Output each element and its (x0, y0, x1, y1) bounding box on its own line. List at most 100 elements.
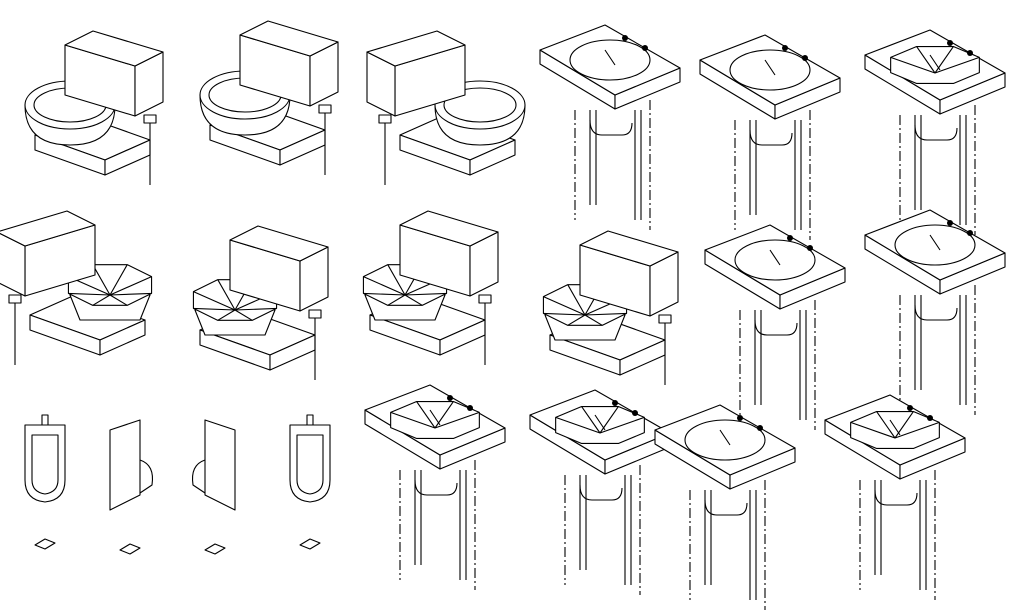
bowl-facet-line (68, 292, 111, 296)
sink-icon (864, 29, 1006, 235)
sink-icon (699, 34, 841, 240)
urinal-drain-fitting-icon (299, 538, 321, 550)
faucet-handle-icon (447, 395, 453, 401)
basin-facet-line (894, 411, 914, 439)
faucet-spout-icon (889, 419, 901, 436)
bowl-facet-line (584, 314, 603, 326)
basin-facet-line (850, 421, 896, 439)
basin-facet-line (894, 421, 940, 439)
shutoff-valve-icon (318, 104, 332, 114)
faucet-spout-icon (604, 49, 616, 66)
box-top-face (229, 225, 329, 262)
bowl-facet-line (567, 314, 586, 326)
urinal-icon (289, 414, 331, 550)
urinal-icon (24, 414, 66, 550)
sink-basin (729, 49, 811, 91)
bowl-facet-line (92, 294, 111, 306)
bowl-facet-line (363, 292, 406, 296)
bowl-facet-line (109, 264, 128, 296)
urinal-icon (109, 419, 154, 555)
toilet-icon (24, 30, 164, 185)
sink-icon (539, 24, 681, 230)
p-trap (754, 319, 798, 336)
basin-facet-line (581, 406, 601, 434)
basin-facet-line (599, 406, 619, 434)
sink-basin (390, 400, 480, 440)
bowl-facet-line (363, 276, 406, 296)
urinal-drain-fitting-icon (204, 543, 226, 555)
toilet-seat-opening (443, 87, 517, 123)
bowl-facet-line (109, 292, 152, 296)
basin-facet-line (599, 416, 645, 434)
p-trap (749, 129, 793, 146)
p-trap (579, 484, 623, 501)
sink-icon (364, 384, 506, 590)
faucet-handle-icon (632, 410, 638, 416)
faucet-handle-icon (612, 400, 618, 406)
box-top-face (579, 230, 679, 267)
faucet-handle-icon (967, 230, 973, 236)
toilet-icon (366, 30, 526, 185)
faucet-spout-icon (929, 54, 941, 71)
basin-facet-line (390, 411, 436, 429)
p-trap (704, 499, 748, 516)
basin-facet-line (434, 411, 480, 429)
sink-basin (734, 239, 816, 281)
sink-icon (654, 404, 796, 610)
faucet-handle-icon (807, 245, 813, 251)
basin-facet-line (934, 46, 954, 74)
urinal-lip (191, 459, 206, 494)
basin-facet-line (916, 46, 936, 74)
urinal-drain-fitting-icon (34, 538, 56, 550)
bowl-facet-line (217, 279, 236, 311)
faucet-spout-icon (929, 234, 941, 251)
faucet-handle-icon (787, 235, 793, 241)
urinal-bowl (296, 434, 324, 495)
sink-icon (529, 389, 671, 595)
flush-valve-icon (41, 414, 49, 426)
sink-icon (704, 224, 846, 430)
shutoff-valve-icon (478, 294, 492, 304)
basin-facet-line (434, 401, 454, 429)
faucet-spout-icon (594, 414, 606, 431)
faucet-handle-icon (782, 45, 788, 51)
shutoff-valve-icon (658, 314, 672, 324)
faucet-handle-icon (947, 40, 953, 46)
basin-facet-line (876, 411, 896, 439)
sink-basin (684, 419, 766, 461)
toilet-icon (192, 225, 329, 380)
faucet-handle-icon (737, 415, 743, 421)
faucet-handle-icon (947, 220, 953, 226)
bowl-facet-line (109, 276, 152, 296)
bowl-facet-line (92, 264, 111, 296)
box-top-face (64, 30, 164, 67)
shutoff-valve-icon (143, 114, 157, 124)
faucet-spout-icon (764, 59, 776, 76)
urinal-bowl (31, 434, 59, 495)
basin-facet-line (555, 416, 601, 434)
sink-basin (850, 410, 940, 450)
p-trap (914, 304, 958, 321)
bowl-facet-line (109, 294, 128, 306)
shutoff-valve-icon (378, 114, 392, 124)
bowl-facet-line (193, 307, 236, 311)
shutoff-valve-icon (8, 294, 22, 304)
p-trap (874, 489, 918, 506)
faucet-handle-icon (467, 405, 473, 411)
sink-icon (824, 394, 966, 600)
box-top-face (0, 210, 96, 247)
sink-basin (569, 39, 651, 81)
bowl-facet-line (404, 294, 423, 306)
box-top-face (366, 30, 466, 67)
urinal-lip (139, 459, 154, 494)
urinal-drain-fitting-icon (119, 543, 141, 555)
bowl-facet-line (404, 292, 447, 296)
bowl-facet-line (584, 312, 627, 316)
faucet-handle-icon (757, 425, 763, 431)
toilet-base-side (99, 319, 146, 356)
bowl-facet-line (234, 309, 253, 321)
faucet-spout-icon (429, 409, 441, 426)
faucet-spout-icon (769, 249, 781, 266)
basin-facet-line (416, 401, 436, 429)
